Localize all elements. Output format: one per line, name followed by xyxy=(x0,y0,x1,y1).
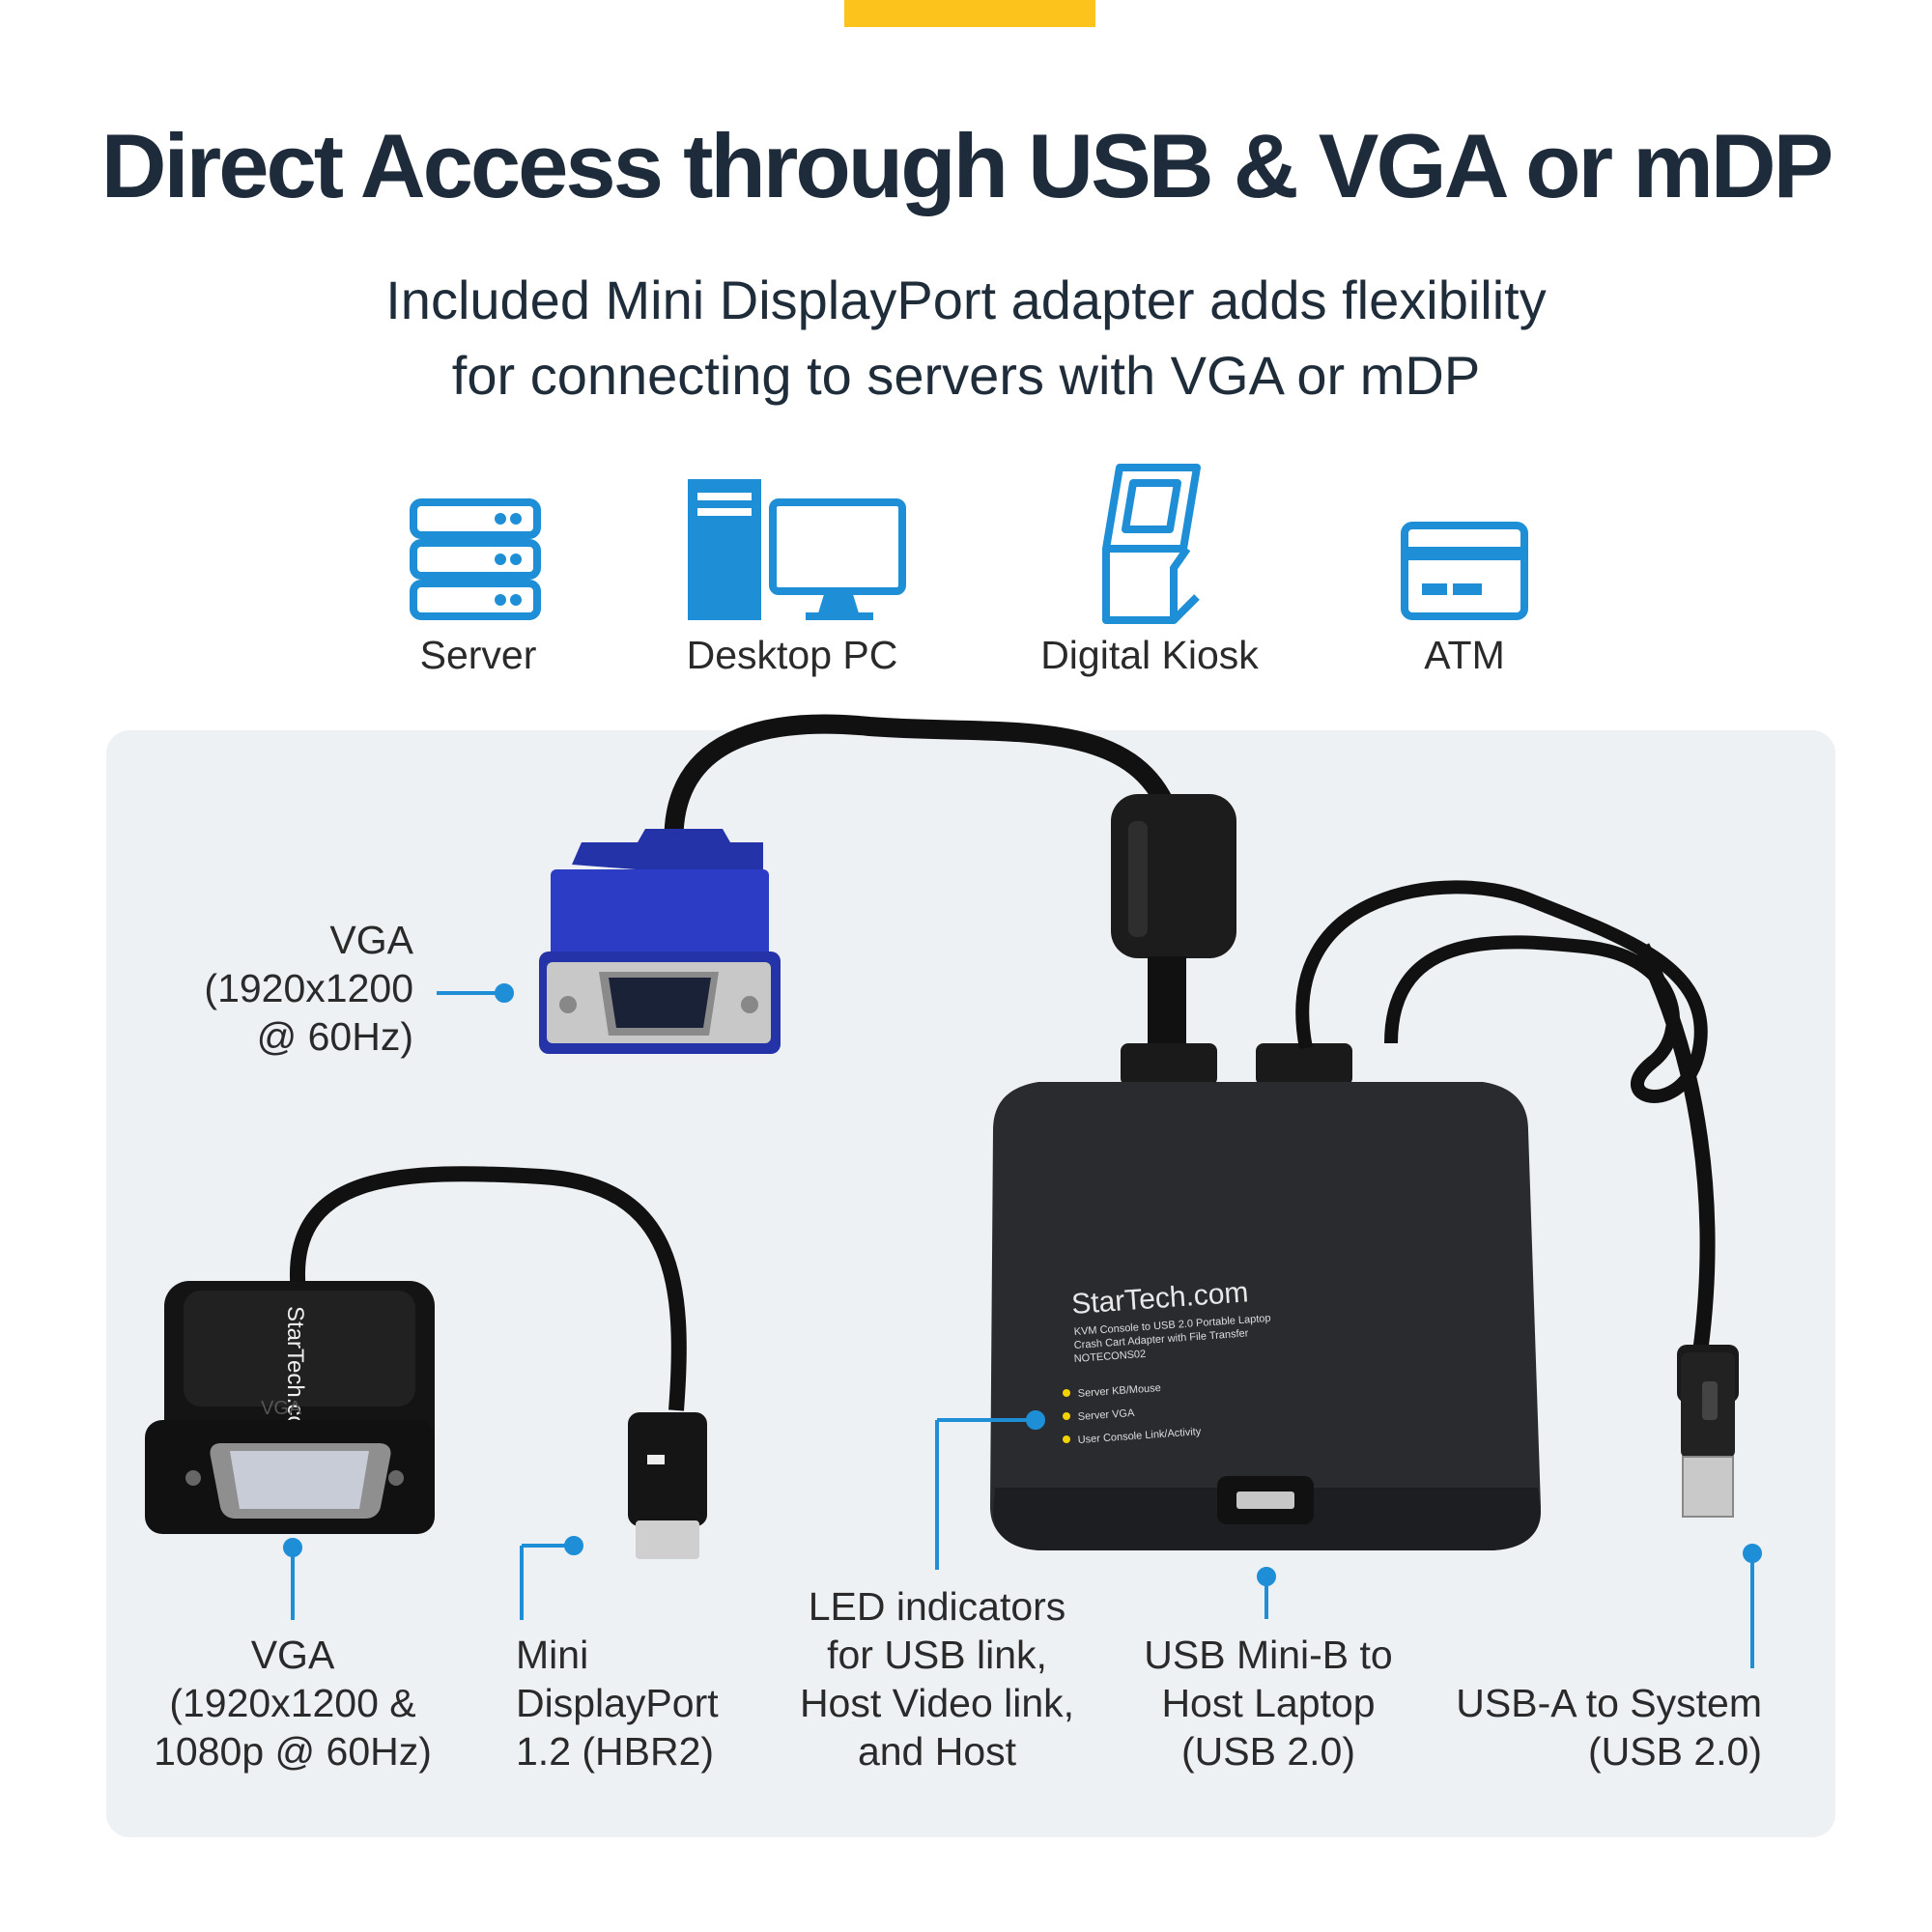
device-label-desktop-pc: Desktop PC xyxy=(686,633,898,677)
subtitle-line-2: for connecting to servers with VGA or mD… xyxy=(451,345,1481,406)
kiosk-icon xyxy=(1102,464,1201,624)
callout-mini-displayport: Mini DisplayPort 1.2 (HBR2) xyxy=(516,1633,719,1774)
server-icon xyxy=(410,498,541,620)
led-label-vga: Server VGA xyxy=(1077,1407,1135,1423)
accent-bar xyxy=(844,0,1095,27)
page-title: Direct Access through USB & VGA or mDP xyxy=(100,115,1834,216)
subtitle-line-1: Included Mini DisplayPort adapter adds f… xyxy=(385,270,1547,330)
desktop-pc-icon xyxy=(688,479,906,620)
product-model: NOTECONS02 xyxy=(1073,1349,1146,1365)
device-label-atm: ATM xyxy=(1424,633,1505,677)
callout-led-indicators: LED indicators for USB link, Host Video … xyxy=(799,1584,1075,1774)
adapter-port-label: VGA xyxy=(261,1398,302,1419)
device-label-server: Server xyxy=(419,633,537,677)
led-label-kb-mouse: Server KB/Mouse xyxy=(1077,1382,1161,1400)
atm-icon xyxy=(1401,522,1528,620)
callout-usb-a: USB-A to System (USB 2.0) xyxy=(1456,1681,1762,1774)
device-label-digital-kiosk: Digital Kiosk xyxy=(1040,633,1259,677)
callout-vga-adapter: VGA (1920x1200 & 1080p @ 60Hz) xyxy=(154,1633,432,1774)
callout-vga-connector: VGA (1920x1200 @ 60Hz) xyxy=(204,918,413,1059)
callout-usb-mini-b: USB Mini-B to Host Laptop (USB 2.0) xyxy=(1144,1633,1393,1774)
